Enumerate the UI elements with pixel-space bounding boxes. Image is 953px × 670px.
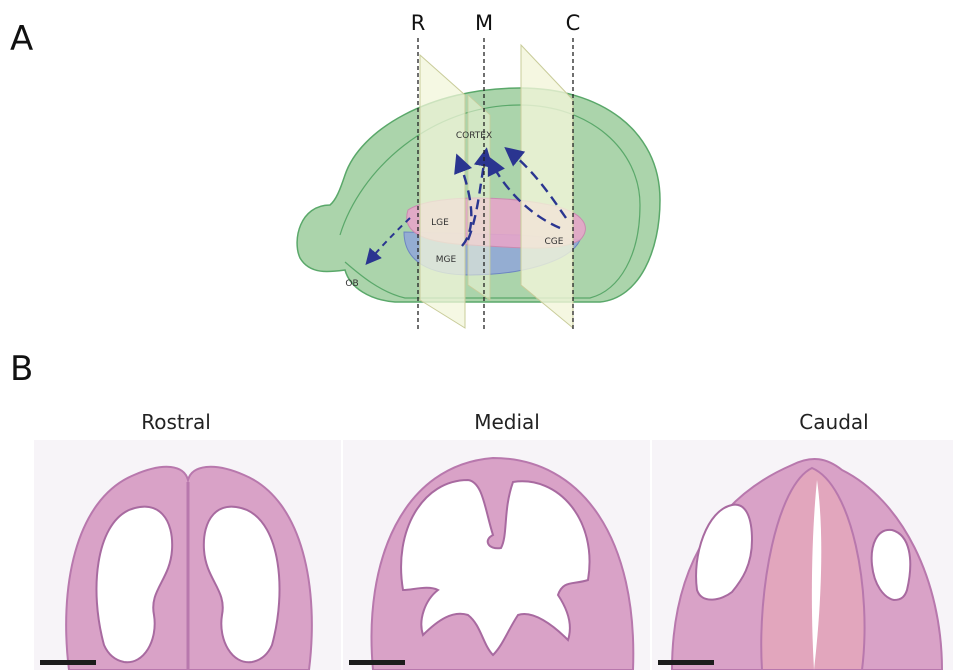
plane-medial bbox=[468, 95, 490, 300]
label-mge: MGE bbox=[436, 255, 457, 265]
label-cortex: CORTEX bbox=[456, 131, 492, 141]
title-medial: Medial bbox=[407, 410, 607, 434]
plane-rostral bbox=[420, 55, 465, 328]
label-cge: CGE bbox=[545, 237, 564, 247]
plane-label-m: M bbox=[475, 11, 493, 35]
title-caudal: Caudal bbox=[734, 410, 934, 434]
plane-label-r: R bbox=[411, 11, 426, 35]
plane-label-c: C bbox=[566, 11, 581, 35]
label-lge: LGE bbox=[431, 218, 449, 228]
micrograph-caudal bbox=[652, 440, 953, 670]
title-rostral: Rostral bbox=[76, 410, 276, 434]
panel-b-letter: B bbox=[10, 352, 33, 386]
label-ob: OB bbox=[345, 279, 358, 289]
micrograph-rostral bbox=[34, 440, 341, 670]
brain-schematic: R M C CORTEX LGE MGE CGE OB bbox=[0, 0, 953, 340]
plane-caudal bbox=[521, 45, 573, 328]
micrograph-medial bbox=[343, 440, 650, 670]
